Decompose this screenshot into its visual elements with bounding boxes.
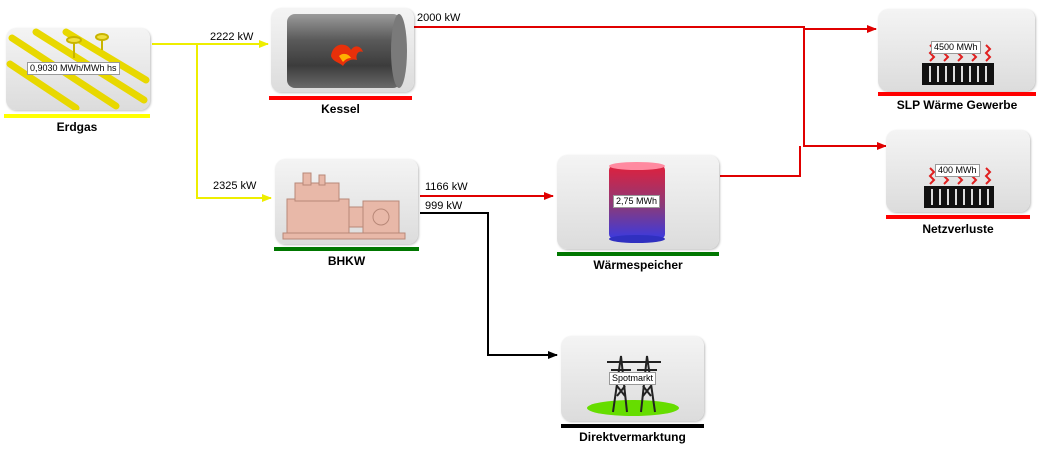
netzverluste-label: Netzverluste bbox=[922, 222, 994, 236]
boiler-flame-icon bbox=[287, 14, 407, 88]
flow-label-erdgas-bhkw: 2325 kW bbox=[213, 180, 257, 192]
power-pylon-icon bbox=[587, 355, 679, 416]
erdgas-status-bar bbox=[4, 114, 150, 118]
flow-split-netzverluste[interactable] bbox=[803, 27, 887, 150]
flow-label-bhkw-heat: 1166 kW bbox=[425, 181, 468, 193]
flow-kessel-out[interactable] bbox=[413, 25, 877, 33]
erdgas-factor-value: 0,9030 MWh/MWh hs bbox=[27, 62, 120, 75]
erdgas-label: Erdgas bbox=[56, 120, 98, 134]
flow-label-kessel-out: 2000 kW bbox=[417, 12, 461, 24]
slp-label: SLP Wärme Gewerbe bbox=[896, 98, 1018, 112]
direktvermarktung-label: Direktvermarktung bbox=[579, 430, 686, 444]
direktvermarktung-market-value: Spotmarkt bbox=[609, 372, 657, 385]
slp-demand-value: 4500 MWh bbox=[931, 41, 981, 54]
netzverluste-value: 400 MWh bbox=[935, 164, 980, 177]
flow-erdgas-bhkw[interactable] bbox=[196, 44, 272, 202]
waermespeicher-label: Wärmespeicher bbox=[593, 258, 683, 272]
chp-engine-icon bbox=[282, 172, 406, 240]
bhkw-status-bar bbox=[274, 247, 419, 251]
netzverluste-status-bar bbox=[886, 215, 1030, 219]
waermespeicher-status-bar bbox=[557, 252, 719, 256]
slp-status-bar bbox=[878, 92, 1036, 96]
flow-label-bhkw-power: 999 kW bbox=[425, 200, 463, 212]
node-bhkw[interactable] bbox=[275, 159, 418, 244]
flow-speicher-out[interactable] bbox=[720, 146, 801, 177]
speicher-capacity-value: 2,75 MWh bbox=[613, 195, 661, 208]
kessel-status-bar bbox=[269, 96, 412, 100]
bhkw-label: BHKW bbox=[327, 254, 366, 268]
direktvermarktung-status-bar bbox=[561, 424, 704, 428]
node-kessel[interactable] bbox=[271, 8, 414, 92]
flow-bhkw-power[interactable] bbox=[420, 212, 558, 359]
flow-label-erdgas-kessel: 2222 kW bbox=[210, 31, 254, 43]
kessel-label: Kessel bbox=[321, 102, 360, 116]
